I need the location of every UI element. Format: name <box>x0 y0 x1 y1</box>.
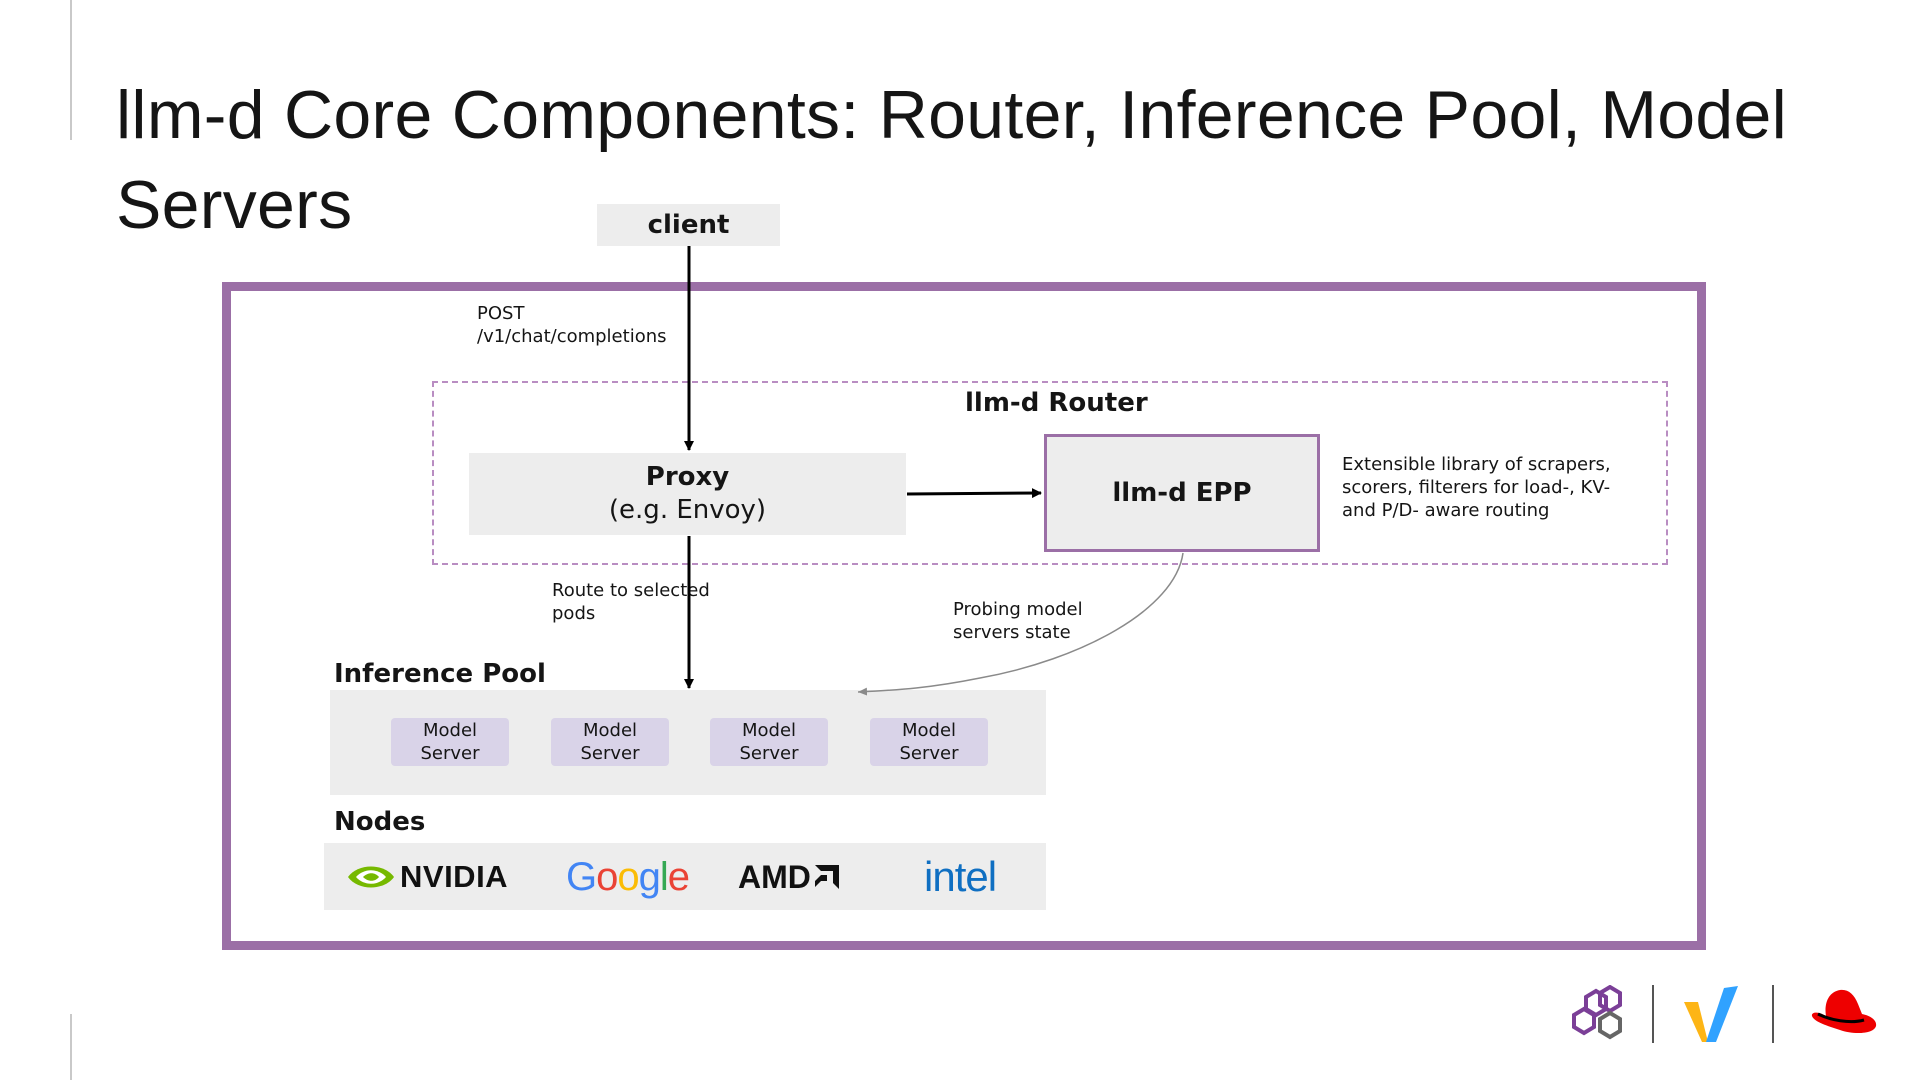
slide-title: llm-d Core Components: Router, Inference… <box>116 77 1788 243</box>
router-region <box>432 381 1668 565</box>
client-box: client <box>597 204 780 246</box>
model-server-label: Server <box>899 743 959 764</box>
model-server: Model Server <box>551 718 669 766</box>
left-rule-bottom <box>70 1014 72 1080</box>
route-label-line: Route to selected <box>552 580 710 601</box>
google-wordmark: Google <box>566 854 690 899</box>
amd-wordmark: AMD <box>738 858 811 895</box>
red-hat-logo-icon <box>1811 989 1877 1034</box>
model-server-label: Model <box>422 720 478 741</box>
system-frame <box>222 282 1706 950</box>
epp-note-line: scorers, filterers for load-, KV- <box>1342 477 1611 498</box>
left-rule-top <box>70 0 72 140</box>
probe-label: Probing model servers state <box>953 598 1083 644</box>
nvidia-logo: NVIDIA <box>346 852 508 902</box>
model-server-label: Model <box>901 720 957 741</box>
proxy-subtitle: (e.g. Envoy) <box>608 495 767 525</box>
google-logo: Google <box>566 852 690 902</box>
amd-logo: AMD <box>738 852 841 902</box>
intel-logo: intel <box>924 852 997 902</box>
epp-probe-arrow <box>857 552 1184 696</box>
epp-box: llm-d EPP <box>1044 434 1320 552</box>
probe-label-line: servers state <box>953 622 1071 643</box>
footer-separator <box>1772 985 1774 1043</box>
model-server-label: Server <box>420 743 480 764</box>
model-server-label: Server <box>739 743 799 764</box>
epp-note-line: and P/D- aware routing <box>1342 500 1550 521</box>
footer-separator <box>1652 985 1654 1043</box>
model-server: Model Server <box>391 718 509 766</box>
epp-note-line: Extensible library of scrapers, <box>1342 454 1611 475</box>
probe-label-line: Probing model <box>953 599 1083 620</box>
llm-d-logo-icon <box>1572 985 1622 1040</box>
intel-wordmark: intel <box>924 853 997 900</box>
epp-note: Extensible library of scrapers, scorers,… <box>1342 453 1611 522</box>
model-server-label: Server <box>580 743 640 764</box>
route-label-line: pods <box>552 603 596 624</box>
proxy-to-epp-arrow <box>906 488 1042 499</box>
vllm-logo-icon <box>1684 986 1738 1042</box>
model-server-label: Model <box>582 720 638 741</box>
proxy-title: Proxy <box>645 462 730 492</box>
nodes-label: Nodes <box>334 807 426 837</box>
request-method: POST <box>477 303 525 324</box>
model-server: Model Server <box>870 718 988 766</box>
proxy-box: Proxy (e.g. Envoy) <box>469 453 906 535</box>
model-server-label: Model <box>741 720 797 741</box>
request-label: POST /v1/chat/completions <box>477 302 667 348</box>
router-label: llm-d Router <box>965 388 1148 418</box>
request-path: /v1/chat/completions <box>477 326 667 347</box>
nvidia-eye-icon <box>348 866 394 888</box>
model-server: Model Server <box>710 718 828 766</box>
nodes-area <box>324 843 1046 910</box>
nvidia-wordmark: NVIDIA <box>400 859 509 894</box>
amd-arrow-icon <box>814 865 839 889</box>
inference-pool-label: Inference Pool <box>334 659 546 689</box>
route-label: Route to selected pods <box>552 579 710 625</box>
